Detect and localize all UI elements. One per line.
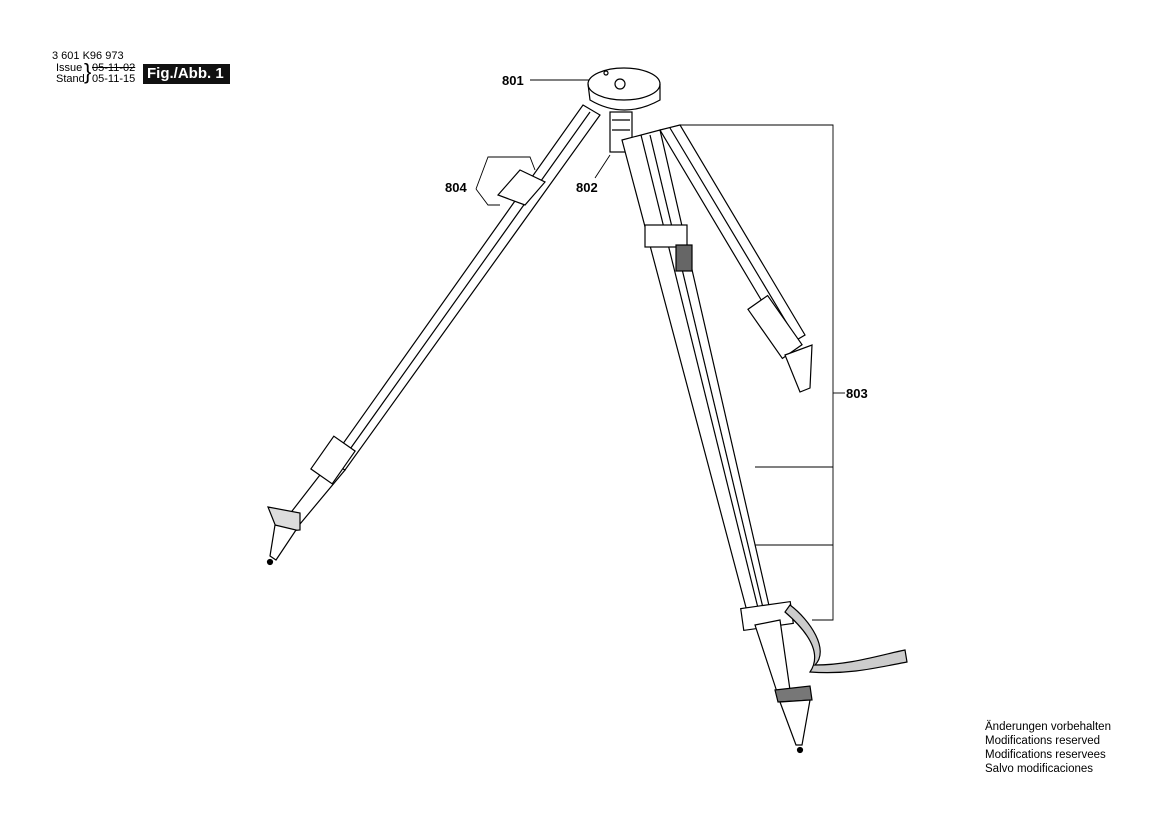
- callout-804: 804: [445, 180, 467, 195]
- callout-801: 801: [502, 73, 524, 88]
- issue-label: Issue: [56, 62, 83, 74]
- callout-802: 802: [576, 180, 598, 195]
- note-en: Modifications reserved: [985, 735, 1101, 747]
- front-leg: [621, 129, 813, 754]
- figure-label: Fig./Abb. 1: [143, 64, 230, 84]
- callout-803: 803: [846, 386, 868, 401]
- stand-label: Stand: [56, 73, 85, 85]
- left-leg: [266, 104, 601, 566]
- issue-date: 05-11-02: [92, 62, 136, 74]
- note-fr: Modifications reservees: [985, 749, 1106, 761]
- strap: [784, 604, 908, 674]
- back-right-leg: [659, 124, 813, 393]
- stand-date: 05-11-15: [92, 73, 136, 85]
- modification-notes: Änderungen vorbehalten Modifications res…: [985, 720, 1111, 776]
- note-es: Salvo modificaciones: [985, 763, 1094, 775]
- part-number: 3 601 K96 973: [52, 50, 124, 62]
- callout-lines: [475, 79, 845, 621]
- note-de: Änderungen vorbehalten: [985, 721, 1111, 733]
- brace-icon: }: [84, 59, 92, 84]
